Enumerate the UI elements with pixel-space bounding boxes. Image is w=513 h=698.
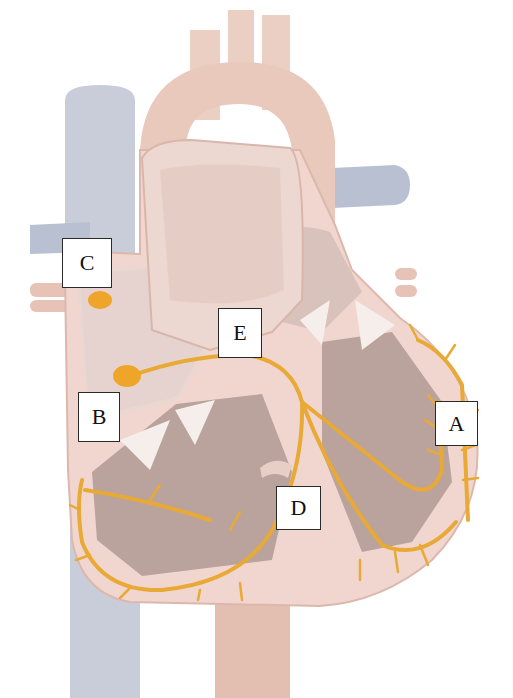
mitral-valve [355, 300, 395, 350]
callout-letter: D [291, 497, 307, 519]
pulmonary-vein [395, 268, 417, 280]
callout-box: D [276, 486, 321, 530]
callout-box: C [62, 238, 112, 288]
callout-letter: B [92, 406, 107, 428]
sa-node [88, 291, 112, 309]
callout-box: B [78, 392, 120, 442]
callout-box: E [218, 308, 262, 358]
pulmonary-vein [395, 285, 417, 297]
purkinje-fibers [70, 325, 478, 600]
papillary-muscle [260, 461, 292, 478]
tricuspid-valve [120, 420, 170, 470]
right-ventricle [92, 394, 292, 576]
heart-wall [65, 150, 478, 606]
callout-box: A [435, 401, 478, 446]
tricuspid-valve [175, 400, 215, 445]
callout-letter: A [449, 413, 465, 435]
aortic-valve [300, 300, 330, 345]
pulmonary-vein [30, 300, 70, 312]
av-node [113, 365, 141, 387]
callout-letter: E [233, 322, 246, 344]
conduction-pathway [79, 340, 468, 590]
callout-letter: C [80, 252, 95, 274]
trunk-shading [160, 164, 284, 303]
left-ventricle [322, 332, 452, 552]
